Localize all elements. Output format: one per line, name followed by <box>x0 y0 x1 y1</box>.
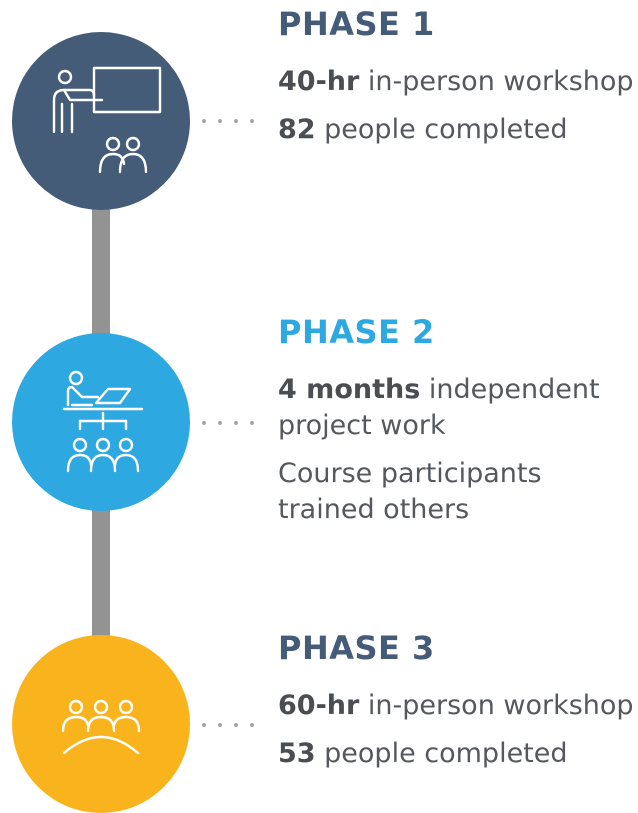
phase-1-duration: 40-hr in-person workshop <box>278 64 636 100</box>
phase-1-outcome: 82 people completed <box>278 112 636 148</box>
timeline-connector-2-3 <box>92 510 110 655</box>
phase-2-outcome-text: Course participants trained others <box>278 458 542 525</box>
phase-1-duration-text: in-person workshop <box>359 66 634 97</box>
phase-1-details: PHASE 1 40-hr in-person workshop 82 peop… <box>278 4 636 160</box>
phase-2-duration-value: 4 months <box>278 374 421 405</box>
phase-3-duration-text: in-person workshop <box>359 690 634 721</box>
phase-2-title: PHASE 2 <box>278 313 435 351</box>
phase-2-outcome: Course participants trained others <box>278 456 636 528</box>
phase-2-duration-text: independent project work <box>278 374 600 441</box>
timeline-connector-1-2 <box>92 200 110 340</box>
phase-2-dotted-leader <box>202 421 254 425</box>
presenter-teaching-icon <box>52 66 162 174</box>
phase-3-circle <box>12 635 190 813</box>
phase-3-details: PHASE 3 60-hr in-person workshop 53 peop… <box>278 628 636 784</box>
phase-3-title: PHASE 3 <box>278 629 435 667</box>
phase-3-dotted-leader <box>202 723 254 727</box>
phase-1-dotted-leader <box>202 119 254 123</box>
phase-3-outcome-value: 53 <box>278 738 316 769</box>
phase-1-circle <box>12 32 190 210</box>
phase-2-circle <box>12 333 190 511</box>
independent-work-icon <box>62 370 144 473</box>
phase-3-duration: 60-hr in-person workshop <box>278 688 636 724</box>
phase-3-outcome-text: people completed <box>315 738 568 769</box>
phase-2-details: PHASE 2 4 months independent project wor… <box>278 312 636 540</box>
phase-3-duration-value: 60-hr <box>278 690 360 721</box>
phase-1-title: PHASE 1 <box>278 5 435 43</box>
phase-1-outcome-value: 82 <box>278 114 316 145</box>
phase-2-duration: 4 months independent project work <box>278 372 636 444</box>
phase-1-duration-value: 40-hr <box>278 66 360 97</box>
phase-1-outcome-text: people completed <box>315 114 568 145</box>
phase-3-outcome: 53 people completed <box>278 736 636 772</box>
group-meeting-icon <box>61 699 141 755</box>
